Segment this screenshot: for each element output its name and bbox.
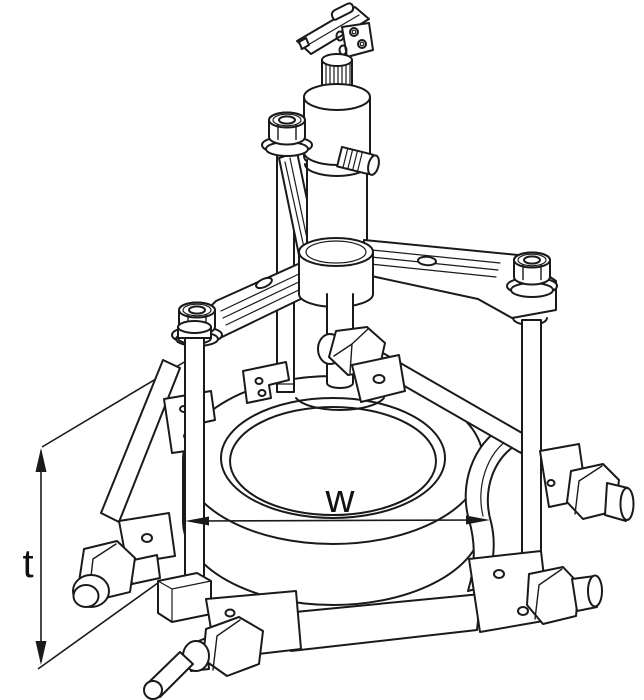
bottom-foot-clamp [143,572,302,700]
w-arrowhead-left [185,516,209,526]
right-pull-rod [521,319,542,561]
t-arrowhead-down [35,641,47,665]
left-support-strut [100,359,181,523]
handle-end-socket [298,37,310,50]
left-tie-bar-end [72,584,100,608]
right-foot-clamp [468,550,603,633]
yoke-nut-right [506,251,558,298]
dimension-w: w [185,477,490,526]
dimension-t-label: t [22,542,33,586]
right-foot-bar-end [587,574,603,608]
t-arrowhead-up [35,448,47,472]
rear-foot-clamp [242,326,406,404]
rear-jaw-bracket [242,361,290,404]
tommy-bar-handle [296,2,374,58]
release-valve [336,145,380,176]
right-rod-clamp [539,443,635,522]
three-arm-yoke [208,237,557,339]
left-foot-clamp [72,512,176,608]
dimension-w-label: w [325,477,355,521]
bottom-foot-hex-nut [202,616,264,677]
bottom-tie-bar [290,593,482,652]
shaft-hub-arc [295,397,385,412]
handle-slot [330,2,355,21]
hydraulic-cylinder [303,83,380,272]
w-arrowhead-right [466,515,490,525]
right-foot-hex-nut [526,566,580,625]
w-dimension-line [190,519,486,522]
right-tie-bar-end [619,487,635,521]
yoke-nut-rear [261,111,313,157]
t-extension-line-bottom [37,579,163,670]
